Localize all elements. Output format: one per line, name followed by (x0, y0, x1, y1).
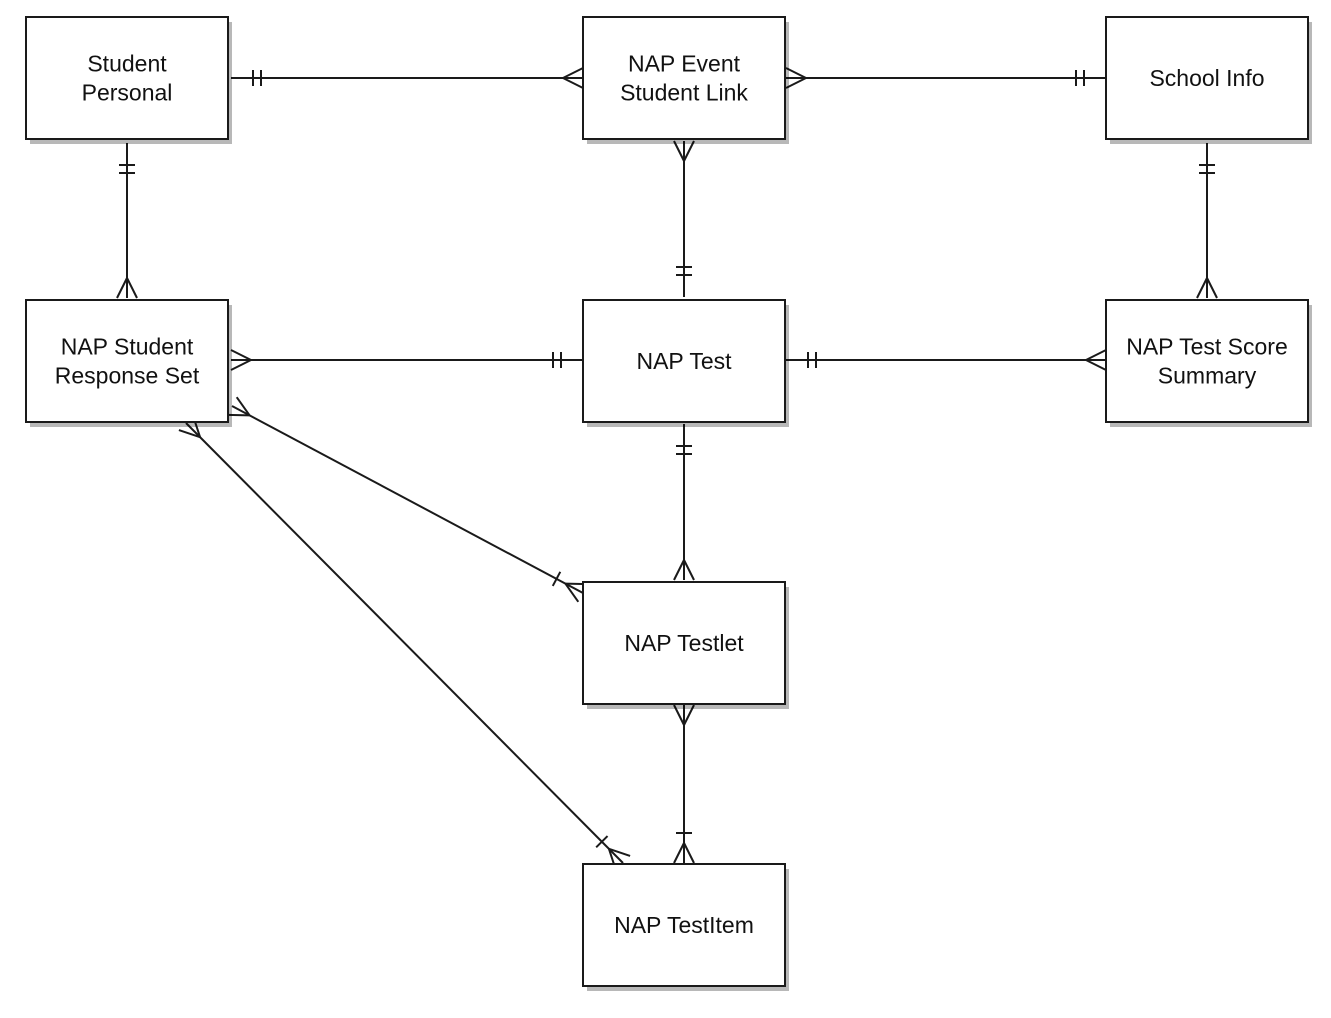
entity-label: Personal (82, 80, 173, 106)
entity-label: NAP Student (61, 334, 194, 360)
crow-foot (673, 704, 685, 726)
entity-label: Response Set (55, 363, 200, 389)
entity-school-info: School Info (1105, 16, 1312, 144)
crow-foot (116, 277, 128, 299)
entity-label: NAP Test (636, 348, 732, 374)
entity-box (582, 581, 786, 705)
crow-foot (178, 429, 201, 439)
entity-label: NAP Event (628, 51, 741, 77)
relationship-line (231, 405, 584, 594)
crow-foot (683, 559, 695, 581)
entity-label: School Info (1149, 65, 1264, 91)
crow-foot (562, 67, 584, 79)
entity-box (1105, 16, 1309, 140)
crow-foot (1085, 349, 1107, 361)
crow-foot (683, 704, 695, 726)
crow-foot (785, 77, 807, 89)
entity-label: Summary (1158, 363, 1257, 389)
entity-nap-test: NAP Test (582, 299, 789, 427)
entity-label: NAP TestItem (614, 912, 754, 938)
entity-box (582, 299, 786, 423)
entity-box (1105, 299, 1309, 423)
crow-foot (683, 140, 695, 162)
crow-foot (230, 359, 252, 371)
crow-foot (1085, 359, 1107, 371)
entity-box (582, 16, 786, 140)
crow-foot (673, 140, 685, 162)
entity-testitem: NAP TestItem (582, 863, 789, 991)
crow-foot (1206, 277, 1218, 299)
crow-foot (673, 842, 685, 864)
entity-label: NAP Testlet (624, 630, 744, 656)
crow-foot (235, 396, 251, 416)
entity-box (582, 863, 786, 987)
entity-label: Student (87, 51, 167, 77)
crow-foot (785, 67, 807, 79)
crow-foot (673, 559, 685, 581)
entity-box (25, 299, 229, 423)
crow-foot (230, 349, 252, 361)
bar-mark (551, 571, 562, 587)
crow-foot (126, 277, 138, 299)
crow-foot (562, 77, 584, 89)
crow-foot (683, 842, 695, 864)
entity-testlet: NAP Testlet (582, 581, 789, 709)
entity-label: Student Link (620, 80, 748, 106)
relationship-line (185, 422, 624, 864)
entity-label: NAP Test Score (1126, 334, 1288, 360)
relationship-lines (116, 67, 1218, 871)
bar-mark (595, 835, 609, 849)
crow-foot (608, 847, 631, 857)
crow-foot (1196, 277, 1208, 299)
crow-foot (227, 413, 250, 417)
entity-box (25, 16, 229, 140)
crow-foot (564, 583, 580, 603)
